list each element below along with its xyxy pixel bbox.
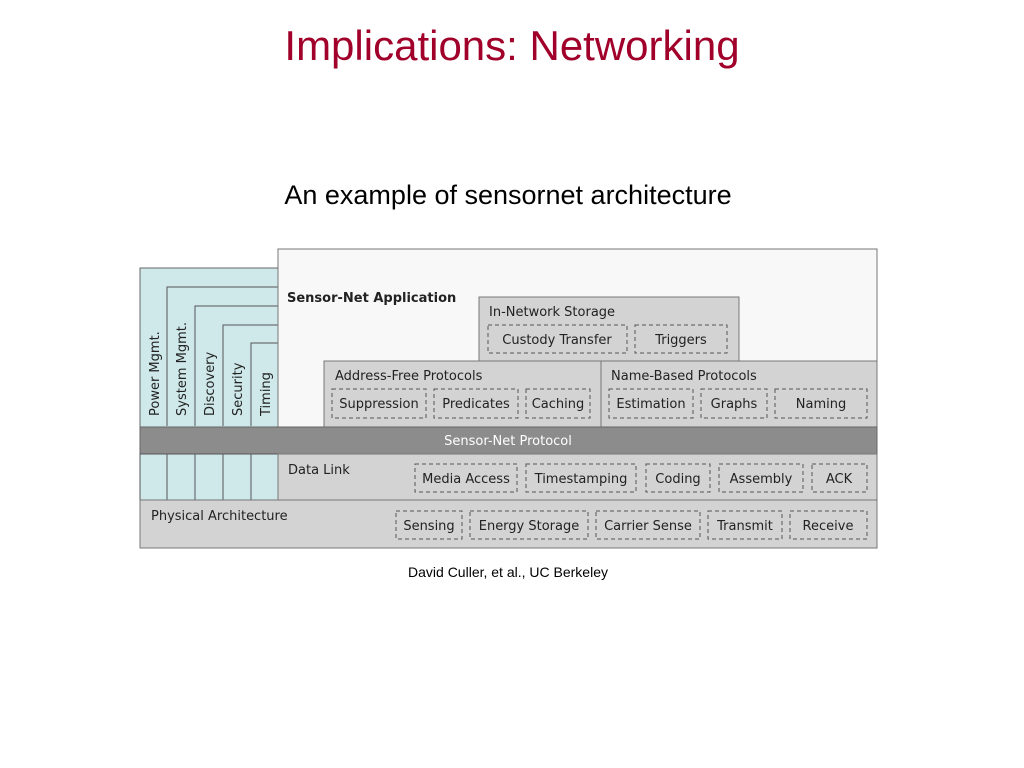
- management-bracket-timing: [250, 342, 278, 426]
- name-based-block: [600, 360, 878, 428]
- data-link-item-timestamping: Timestamping: [534, 472, 628, 487]
- data-link-label: Data Link: [288, 463, 350, 478]
- management-bracket-security: [222, 324, 278, 426]
- name-based-item-box: [774, 388, 868, 419]
- physical-item-sensing: Sensing: [403, 519, 454, 534]
- management-lower-cell: [166, 453, 196, 501]
- management-label-security: Security: [231, 362, 246, 416]
- address-free-item-box: [525, 388, 591, 419]
- name-based-label: Name-Based Protocols: [611, 369, 757, 384]
- physical-item-energy-storage: Energy Storage: [479, 519, 580, 534]
- data-link-item-assembly: Assembly: [730, 472, 793, 487]
- physical-item-carrier-sense: Carrier Sense: [604, 519, 692, 534]
- data-link-item-box: [718, 463, 804, 493]
- data-link-item-box: [414, 463, 518, 493]
- physical-item-box: [707, 510, 783, 540]
- address-free-item-box: [331, 388, 427, 419]
- physical-item-receive: Receive: [803, 519, 854, 534]
- application-label: Sensor-Net Application: [287, 291, 456, 306]
- address-free-item-box: [433, 388, 519, 419]
- slide-title: Implications: Networking: [284, 22, 740, 69]
- management-label-system: System Mgmt.: [175, 322, 190, 416]
- name-based-item-graphs: Graphs: [711, 397, 758, 412]
- name-based-item-box: [608, 388, 694, 419]
- physical-layer: [139, 499, 878, 549]
- data-link-item-ack: ACK: [826, 472, 853, 487]
- slide-subtitle: An example of sensornet architecture: [284, 180, 732, 210]
- physical-item-box: [469, 510, 589, 540]
- physical-label: Physical Architecture: [151, 509, 288, 524]
- name-based-item-naming: Naming: [796, 397, 846, 412]
- management-lower-cell: [139, 453, 168, 501]
- name-based-item-box: [700, 388, 768, 419]
- name-based-item-estimation: Estimation: [616, 397, 685, 412]
- management-lower-cell: [250, 453, 279, 501]
- management-lower-cell: [194, 453, 224, 501]
- data-link-item-media-access: Media Access: [422, 472, 510, 487]
- management-label-power: Power Mgmt.: [148, 331, 163, 416]
- protocol-label: Sensor-Net Protocol: [444, 434, 572, 449]
- data-link-item-box: [525, 463, 637, 493]
- storage-label: In-Network Storage: [489, 305, 615, 320]
- data-link-item-box: [645, 463, 711, 493]
- data-link-item-coding: Coding: [655, 472, 700, 487]
- physical-item-box: [595, 510, 701, 540]
- management-label-timing: Timing: [259, 372, 274, 417]
- address-free-block: [323, 360, 602, 428]
- address-free-item-predicates: Predicates: [442, 397, 510, 412]
- storage-item-box: [634, 324, 728, 354]
- address-free-label: Address-Free Protocols: [335, 369, 483, 384]
- physical-item-transmit: Transmit: [716, 519, 773, 534]
- protocol-bar: [139, 426, 878, 455]
- physical-item-box: [395, 510, 463, 540]
- physical-item-box: [789, 510, 868, 540]
- management-label-discovery: Discovery: [203, 351, 218, 416]
- management-bracket-discovery: [194, 305, 278, 426]
- management-bracket-system: [166, 286, 278, 426]
- credit-caption: David Culler, et al., UC Berkeley: [408, 564, 608, 580]
- address-free-item-suppression: Suppression: [339, 397, 418, 412]
- address-free-item-caching: Caching: [532, 397, 585, 412]
- storage-item-triggers: Triggers: [654, 333, 707, 348]
- storage-item-custody-transfer: Custody Transfer: [502, 333, 612, 348]
- management-lower-cell: [222, 453, 252, 501]
